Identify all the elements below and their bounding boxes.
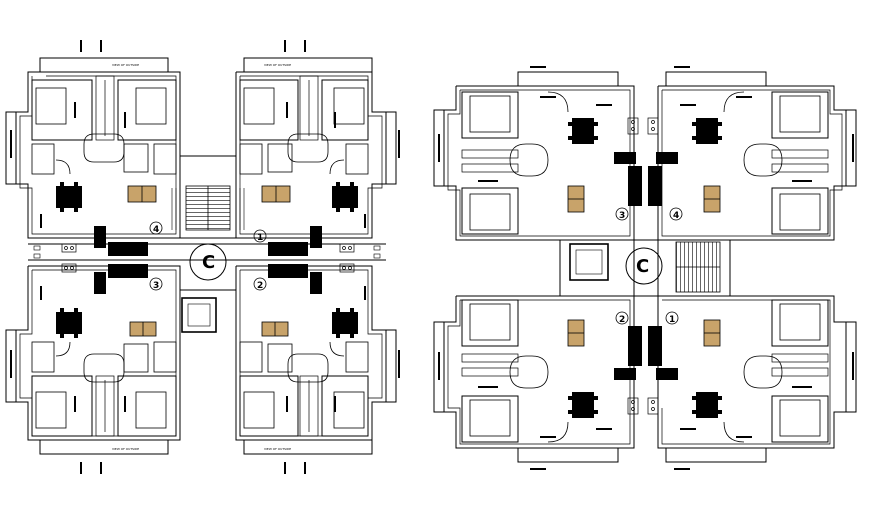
right-plan-core-label: C — [636, 256, 649, 277]
right-unit-number-1: 1 — [669, 315, 675, 325]
right-plan-bedrooms — [461, 91, 829, 443]
right-plan-room-labels — [438, 66, 854, 470]
right-plan-balconies — [433, 71, 857, 463]
left-unit-number-1: 1 — [257, 233, 263, 243]
left-plan-bottom-right-note: VIEW OF OUTSIDE — [264, 447, 291, 451]
left-plan-closets — [95, 75, 319, 437]
left-plan-core-label: C — [202, 252, 215, 273]
left-unit-number-3: 3 — [153, 281, 159, 291]
left-plan-passages — [55, 133, 345, 383]
left-plan-outer-walls — [15, 71, 387, 441]
left-plan-bedrooms — [31, 79, 369, 437]
left-plan-dining-tables — [56, 182, 358, 338]
left-plan-sofas — [94, 185, 322, 337]
right-unit-number-2: 2 — [619, 315, 625, 325]
left-plan-top-left-note: VIEW OF OUTSIDE — [112, 63, 139, 67]
left-plan-bottom-left-note: VIEW OF OUTSIDE — [112, 447, 139, 451]
right-plan-dining-tables — [568, 118, 722, 418]
left-plan — [5, 40, 400, 474]
right-plan-unit-markers: 3 4 2 1 — [615, 207, 683, 325]
left-plan-balconies — [5, 57, 397, 455]
right-plan-stair-core — [559, 239, 731, 297]
left-unit-number-2: 2 — [257, 281, 263, 291]
right-plan-closets — [461, 149, 829, 377]
right-plan-passages — [509, 91, 783, 443]
left-plan-unit-markers: 4 1 3 2 — [149, 221, 267, 291]
left-plan-stair-core — [171, 155, 245, 340]
left-unit-number-4: 4 — [153, 225, 159, 235]
right-plan — [433, 66, 857, 470]
right-plan-kitchens — [627, 92, 659, 444]
left-plan-top-right-note: VIEW OF OUTSIDE — [264, 63, 291, 67]
left-plan-bathrooms — [31, 143, 369, 373]
left-plan-kitchens — [61, 243, 355, 273]
right-plan-sofas — [567, 152, 721, 380]
left-plan-room-labels — [10, 40, 400, 474]
right-unit-number-3: 3 — [619, 211, 625, 221]
right-unit-number-4: 4 — [673, 211, 679, 221]
